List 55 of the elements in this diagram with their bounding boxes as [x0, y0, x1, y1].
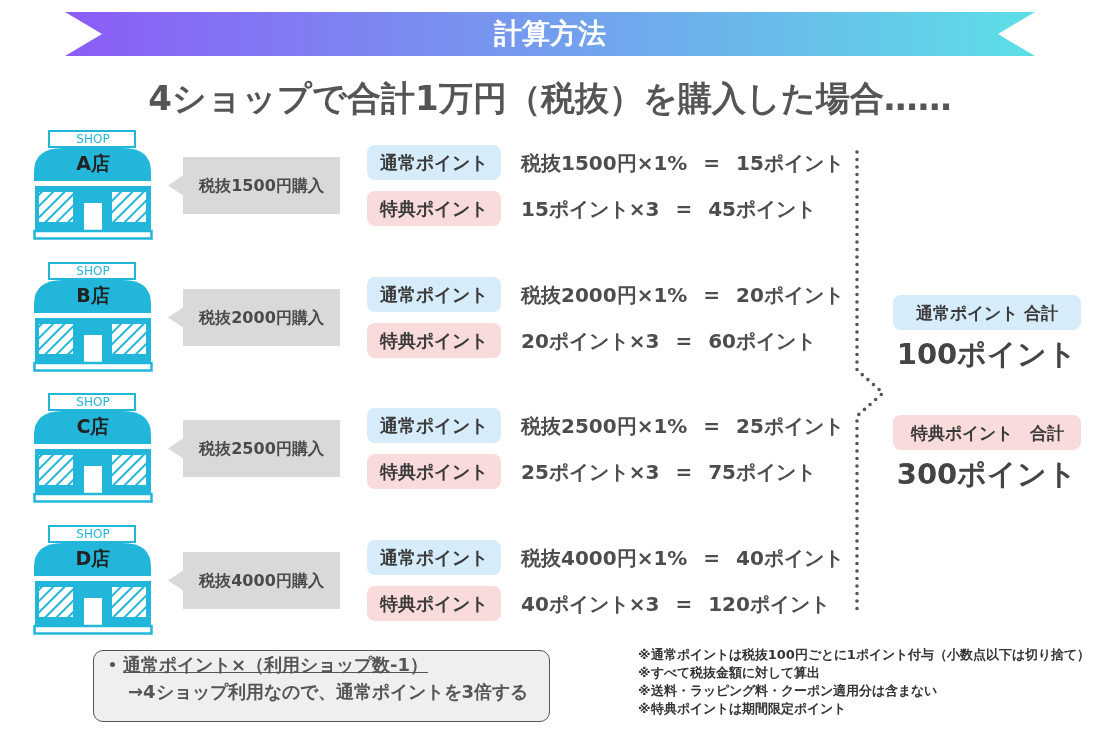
point-badge [367, 586, 501, 621]
point-badge [367, 277, 501, 312]
point-badge [367, 191, 501, 226]
point-badge [367, 408, 501, 443]
shop-sign-text: SHOP [76, 131, 110, 147]
shop-name: D店 [75, 547, 111, 569]
shop-name: A店 [76, 152, 110, 174]
point-total: 100ポイント [896, 336, 1078, 372]
purchase-amount: 税抜2500円購入 [199, 437, 324, 460]
speech-bubble [168, 552, 340, 609]
total-badge [893, 295, 1081, 330]
point-formula: 25ポイント×3 = 75ポイント [521, 458, 817, 485]
speech-bubble [168, 420, 340, 477]
point-type-label: 通常ポイント [380, 282, 488, 307]
footnote: ※特典ポイントは期間限定ポイント [638, 700, 846, 718]
point-badge [367, 540, 501, 575]
point-formula: 税抜2500円×1% = 25ポイント [521, 412, 844, 439]
point-formula: 20ポイント×3 = 60ポイント [521, 327, 817, 354]
explanation-note: →4ショップ利用なので、通常ポイントを3倍する [128, 680, 529, 704]
speech-bubble [168, 289, 340, 346]
shop-sign-text: SHOP [76, 263, 110, 279]
title: 計算方法 [494, 16, 606, 52]
purchase-amount: 税抜4000円購入 [199, 569, 324, 592]
point-type-label: 通常ポイント [380, 150, 488, 175]
point-total: 300ポイント [896, 456, 1078, 492]
formula-note: 通常ポイント×（利用ショップ数-1） [123, 653, 429, 677]
speech-bubble [168, 157, 340, 214]
point-type-label: 特典ポイント [380, 591, 488, 616]
point-formula: 税抜2000円×1% = 20ポイント [521, 281, 844, 308]
shop-sign-text: SHOP [76, 394, 110, 410]
point-type-label: 特典ポイント [380, 459, 488, 484]
point-type-label: 特典ポイント [380, 328, 488, 353]
total-badge [893, 415, 1081, 450]
purchase-amount: 税抜2000円購入 [199, 306, 324, 329]
point-type-label: 通常ポイント [380, 545, 488, 570]
point-badge [367, 145, 501, 180]
shop-name: C店 [76, 415, 110, 437]
point-formula: 15ポイント×3 = 45ポイント [521, 195, 817, 222]
total-label: 通常ポイント 合計 [916, 301, 1058, 325]
point-type-label: 特典ポイント [380, 196, 488, 221]
point-formula: 税抜1500円×1% = 15ポイント [521, 149, 844, 176]
note-box [93, 650, 550, 722]
shop-name: B店 [76, 284, 110, 306]
point-formula: 40ポイント×3 = 120ポイント [521, 590, 830, 617]
subtitle: 4ショップで合計1万円（税抜）を購入した場合…… [148, 78, 952, 118]
footnote: ※すべて税抜金額に対して算出 [638, 664, 820, 682]
point-badge [367, 454, 501, 489]
shop-sign-text: SHOP [76, 526, 110, 542]
purchase-amount: 税抜1500円購入 [199, 174, 324, 197]
point-badge [367, 323, 501, 358]
footnote: ※送料・ラッピング料・クーポン適用分は含まない [638, 682, 937, 700]
footnote: ※通常ポイントは税抜100円ごとに1ポイント付与（小数点以下は切り捨て） [638, 646, 1090, 664]
point-type-label: 通常ポイント [380, 413, 488, 438]
total-label: 特典ポイント 合計 [910, 421, 1064, 445]
point-formula: 税抜4000円×1% = 40ポイント [521, 544, 844, 571]
